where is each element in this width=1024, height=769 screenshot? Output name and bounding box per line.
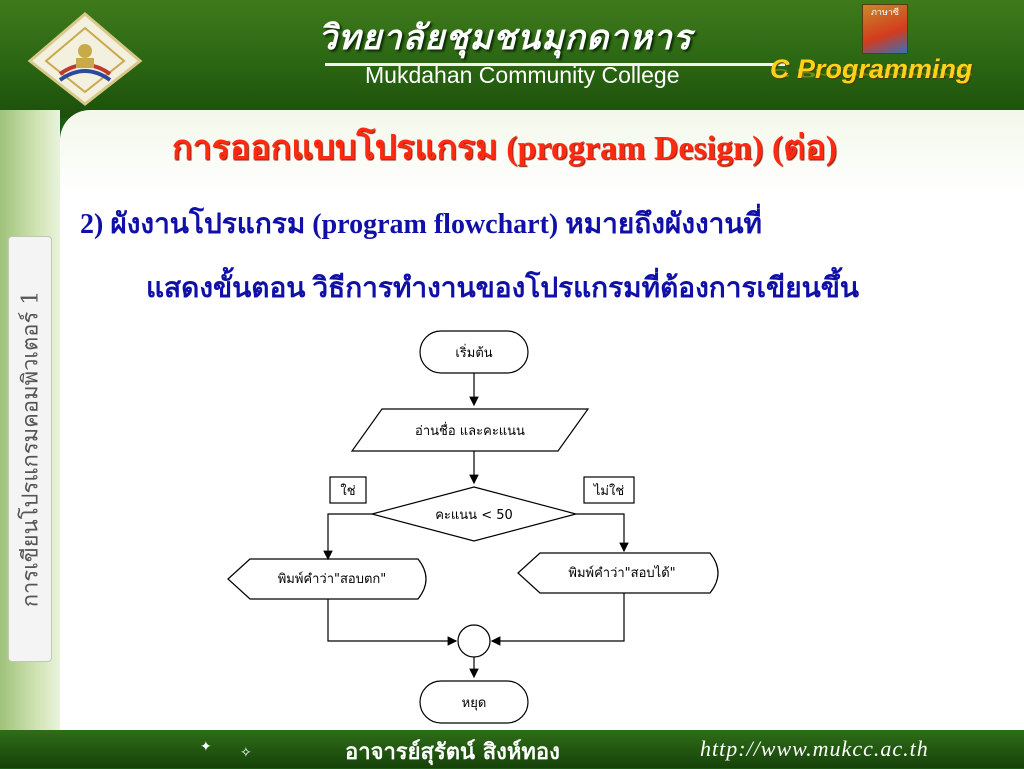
sparkle-icon: ✦: [200, 738, 212, 754]
no-label: ไม่ใช่: [593, 483, 624, 499]
book-cover-icon: ภาษาซี: [862, 4, 908, 54]
slide-content: การออกแบบโปรแกรม (program Design) (ต่อ) …: [60, 110, 1024, 730]
college-url: http://www.mukcc.ac.th: [700, 736, 929, 761]
connector-yes-branch: [323, 513, 372, 561]
flowchart-diagram: เริ่มต้น อ่านชื่อ และคะแนน คะแนน < 50 ใช…: [227, 330, 719, 724]
no-label-box: [583, 476, 635, 504]
print-pass-label: พิมพ์คำว่า"สอบได้": [568, 565, 675, 581]
header-divider: [325, 63, 785, 66]
slide-title: การออกแบบโปรแกรม (program Design) (ต่อ): [172, 130, 838, 167]
college-english-name: Mukdahan Community College: [365, 62, 680, 88]
end-label: หยุด: [462, 696, 487, 711]
merge-connector-circle: [457, 624, 491, 658]
print-fail-label: พิมพ์คำว่า"สอบตก": [278, 571, 387, 587]
connector-no-branch: [576, 513, 629, 553]
footer-band: ✦ ✧ อาจารย์สุรัตน์ สิงห์ทอง http://www.m…: [0, 730, 1024, 768]
connector-pass-merge: [490, 593, 625, 646]
yes-label: ใช่: [340, 483, 355, 499]
end-terminator: [419, 680, 529, 724]
course-title: C Programming: [770, 54, 973, 84]
definition-line-1: 2) ผังงานโปรแกรม (program flowchart) หมา…: [80, 209, 762, 240]
teacher-name: อาจารย์สุรัตน์ สิงห์ทอง: [345, 740, 560, 765]
connector-fail-merge: [327, 599, 458, 646]
course-title-reflection: C Programming: [770, 66, 973, 81]
display-fail-shape: [227, 558, 427, 600]
book-label: ภาษาซี: [870, 7, 900, 17]
decision-diamond: [369, 486, 579, 542]
college-logo-icon: [27, 12, 143, 106]
sparkle-icon: ✧: [240, 744, 252, 760]
vertical-course-label: การเขียนโปรแกรมคอมพิวเตอร์ 1: [8, 236, 52, 662]
yes-label-box: [329, 476, 367, 504]
input-label: อ่านชื่อ และคะแนน: [415, 422, 525, 439]
definition-line-2: แสดงขั้นตอน วิธีการทำงานของโปรแกรมที่ต้อ…: [146, 273, 860, 304]
header-band: วิทยาลัยชุมชนมุกดาหาร Mukdahan Community…: [0, 0, 1024, 118]
start-label: เริ่มต้น: [455, 344, 492, 361]
college-thai-name: วิทยาลัยชุมชนมุกดาหาร: [318, 18, 693, 58]
display-pass-shape: [517, 552, 719, 594]
condition-label: คะแนน < 50: [435, 508, 513, 523]
vertical-course-text: การเขียนโปรแกรมคอมพิวเตอร์ 1: [18, 290, 44, 608]
input-parallelogram: [350, 408, 590, 452]
